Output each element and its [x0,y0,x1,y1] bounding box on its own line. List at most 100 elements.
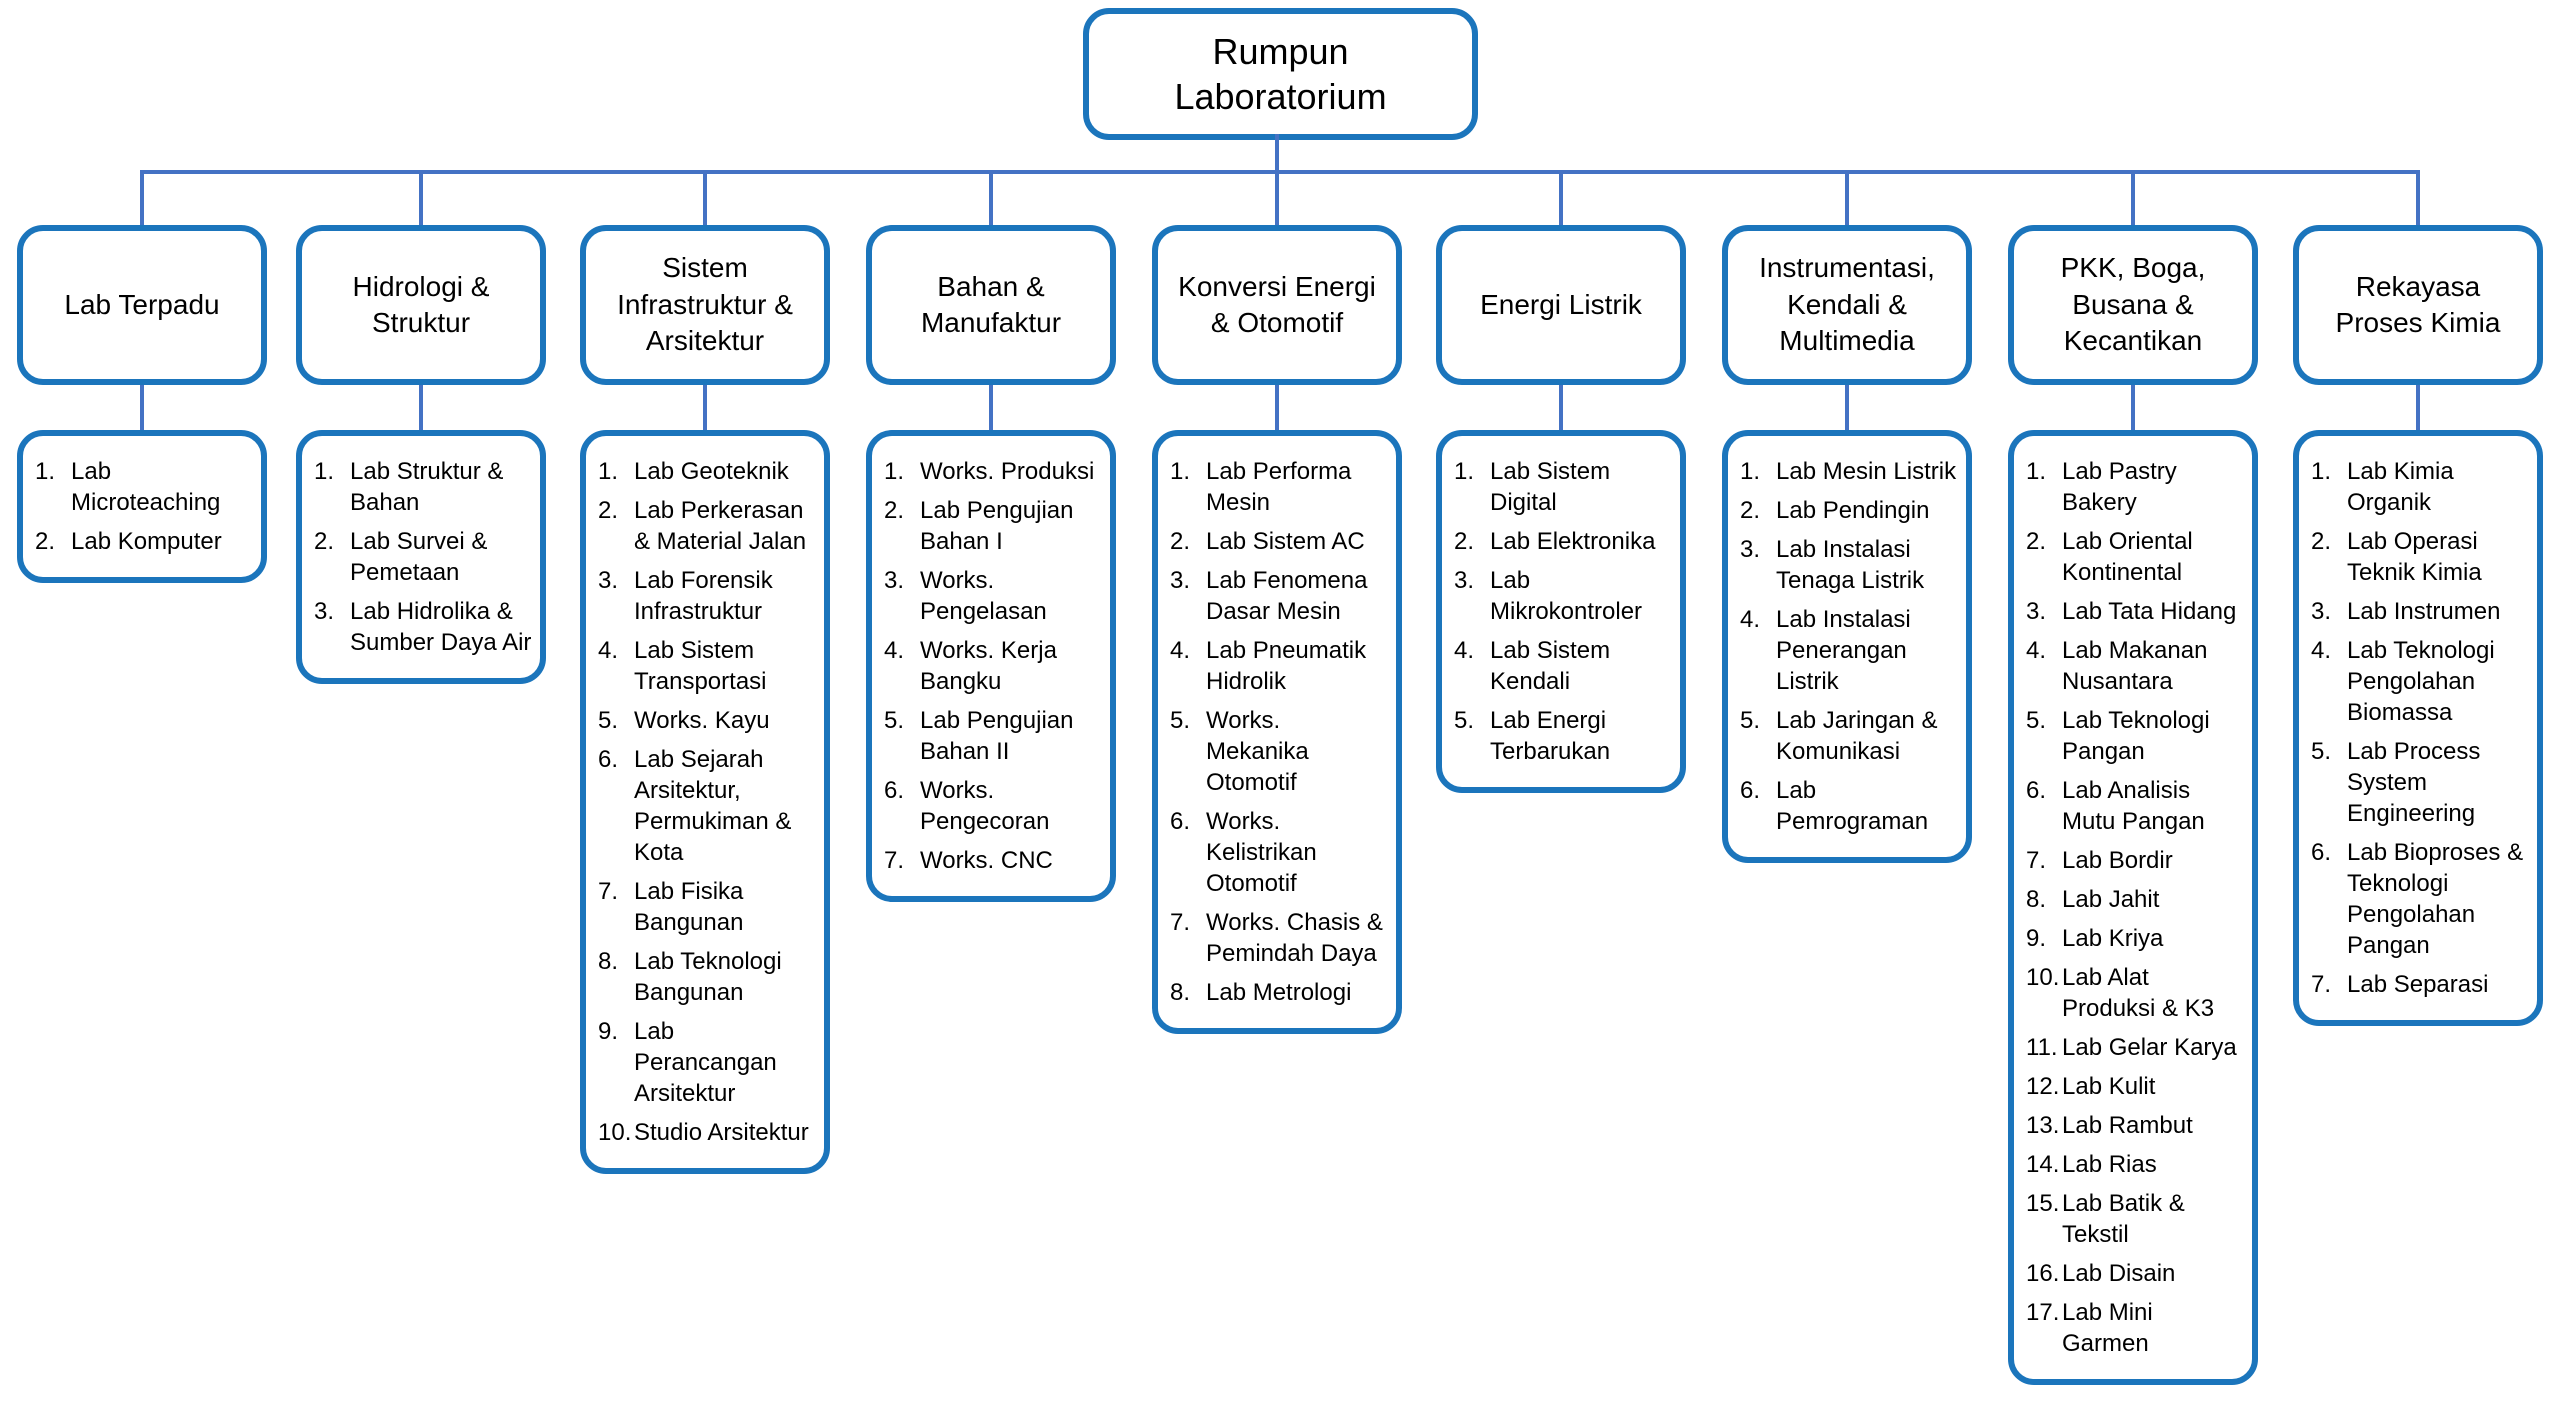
connector-header-stub [1559,170,1563,229]
item-text: Lab Pneumatik Hidrolik [1206,637,1367,695]
item-text: Lab Sistem Digital [1490,458,1611,516]
list-item: 8.Lab Teknologi Bangunan [598,946,816,1008]
item-text: Lab Tata Hidang [2062,598,2237,625]
list-item: 8.Lab Metrologi [1170,977,1388,1008]
connector-header-stub [1275,170,1279,229]
item-number: 2. [314,528,335,555]
item-number: 1. [2311,458,2332,485]
list-item: 3.Lab Forensik Infrastruktur [598,565,816,627]
list-item: 7.Lab Fisika Bangunan [598,876,816,938]
list-item: 4.Lab Teknologi Pengolahan Biomassa [2311,635,2529,728]
item-text: Lab Mesin Listrik [1776,458,1957,485]
list-item: 2.Lab Operasi Teknik Kimia [2311,526,2529,588]
list-item: 6.Works. Kelistrikan Otomotif [1170,806,1388,899]
list-item: 6.Works. Pengecoran [884,775,1102,837]
item-number: 1. [35,458,56,485]
item-number: 4. [598,637,619,664]
list-item: 9. Lab Kriya [2026,923,2244,954]
connector-header-stub [1845,170,1849,229]
item-number: 2. [1454,528,1475,555]
list-item: 1.Works. Produksi [884,456,1102,487]
item-number: 4. [1170,637,1191,664]
item-text: Lab Pastry Bakery [2062,458,2177,516]
item-number: 2. [884,497,905,524]
item-number: 1. [1454,458,1475,485]
item-number: 15. [2026,1190,2060,1217]
list-item: 4.Lab Sistem Transportasi [598,635,816,697]
item-text: Lab Analisis Mutu Pangan [2062,777,2205,835]
item-text: Lab Oriental Kontinental [2062,528,2193,586]
item-number: 6. [884,777,905,804]
item-number: 8. [2026,886,2047,913]
item-text: Lab Sistem AC [1206,528,1365,555]
item-number: 12. [2026,1073,2060,1100]
item-text: Lab Instrumen [2347,598,2501,625]
item-text: Lab Perkerasan & Material Jalan [634,497,807,555]
list-item: 16.Lab Disain [2026,1258,2244,1289]
item-text: Lab Gelar Karya [2062,1034,2237,1061]
item-number: 7. [2026,847,2047,874]
item-text: Lab Separasi [2347,971,2489,998]
item-text: Lab Jaringan & Komunikasi [1776,707,1938,765]
group-title: Bahan & Manufaktur [920,270,1062,338]
item-number: 2. [2026,528,2047,555]
list-item: 1.Lab Mesin Listrik [1740,456,1958,487]
list-item: 3. Lab Tata Hidang [2026,596,2244,627]
list-item: 5.Lab Teknologi Pangan [2026,705,2244,767]
item-text: Works. Chasis & Pemindah Daya [1206,909,1383,967]
list-item: 2.Lab Perkerasan & Material Jalan [598,495,816,557]
item-text: Lab Fenomena Dasar Mesin [1206,567,1368,625]
group-title: Instrumentasi, Kendali & Multimedia [1759,252,1935,357]
connector-list-stub [1275,381,1279,434]
item-text: Lab Bioproses & Teknologi Pengolahan Pan… [2347,839,2524,959]
item-number: 7. [1170,909,1191,936]
list-item: 2. Lab Oriental Kontinental [2026,526,2244,588]
list-item: 3.Lab Instrumen [2311,596,2529,627]
item-text: Lab Perancangan Arsitektur [634,1018,777,1107]
item-text: Lab Kriya [2062,925,2164,952]
item-text: Lab Metrologi [1206,979,1352,1006]
group-header: Sistem Infrastruktur & Arsitektur [580,225,830,385]
item-number: 9. [2026,925,2047,952]
group-header: Hidrologi & Struktur [296,225,546,385]
list-item: 13.Lab Rambut [2026,1110,2244,1141]
list-item: 3.Lab Fenomena Dasar Mesin [1170,565,1388,627]
list-item: 4.Lab Makanan Nusantara [2026,635,2244,697]
item-number: 3. [2026,598,2047,625]
item-number: 5. [1454,707,1475,734]
list-item: 15.Lab Batik & Tekstil [2026,1188,2244,1250]
group-header: Konversi Energi & Otomotif [1152,225,1402,385]
item-number: 2. [1740,497,1761,524]
item-text: Lab Kulit [2062,1073,2156,1100]
item-number: 10. [2026,964,2060,991]
item-number: 13. [2026,1112,2060,1139]
item-number: 4. [2311,637,2332,664]
item-text: Lab Sistem Kendali [1490,637,1611,695]
group-header: Lab Terpadu [17,225,267,385]
item-number: 16. [2026,1260,2060,1287]
list-item: 5.Lab Jaringan & Komunikasi [1740,705,1958,767]
item-text: Studio Arsitektur [634,1119,809,1146]
list-item: 3.Works. Pengelasan [884,565,1102,627]
root-node: Rumpun Laboratorium [1083,8,1478,140]
item-number: 7. [884,847,905,874]
item-text: Lab Mini Garmen [2062,1299,2153,1357]
list-item: 7.Lab Separasi [2311,969,2529,1000]
item-number: 3. [598,567,619,594]
item-number: 8. [598,948,619,975]
item-text: Works. Kerja Bangku [920,637,1057,695]
list-item: 2.Lab Pendingin [1740,495,1958,526]
connector-header-stub [2416,170,2420,229]
list-item: 1.Lab Performa Mesin [1170,456,1388,518]
connector-list-stub [1559,381,1563,434]
connector-list-stub [2131,381,2135,434]
item-text: Lab Elektronika [1490,528,1656,555]
list-item: 1. Lab Sistem Digital [1454,456,1672,518]
group-header: Bahan & Manufaktur [866,225,1116,385]
